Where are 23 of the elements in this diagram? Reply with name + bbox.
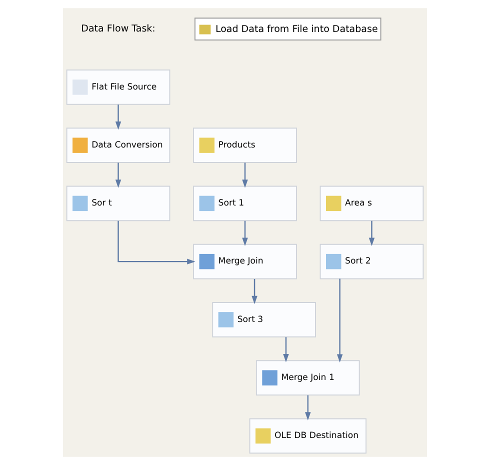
arrow [115, 104, 122, 130]
arrow [242, 162, 248, 188]
arrow [252, 279, 258, 304]
node-box: Sort 1 [193, 186, 297, 222]
node-box: Merge Join [193, 244, 297, 280]
arrow [368, 220, 375, 246]
label: Load Data from File into Database [215, 24, 378, 35]
arrow [336, 278, 343, 362]
label: Data Flow Task: [81, 23, 156, 34]
node-box: Products [193, 128, 297, 163]
node-box: OLE DB Destination [249, 418, 366, 454]
node-box: Sort 2 [320, 244, 424, 280]
arrow [305, 395, 311, 420]
arrow [283, 337, 289, 362]
node-box: Data Conversion [66, 128, 170, 163]
node-box: Merge Join 1 [256, 360, 360, 396]
arrow [118, 220, 196, 264]
node-box: Sor t [66, 186, 170, 222]
node-box: Area s [320, 186, 424, 222]
arrow [115, 162, 122, 188]
node-box: Flat File Source [66, 70, 170, 105]
node-box: Sort 3 [212, 302, 316, 338]
arrow [242, 220, 248, 246]
